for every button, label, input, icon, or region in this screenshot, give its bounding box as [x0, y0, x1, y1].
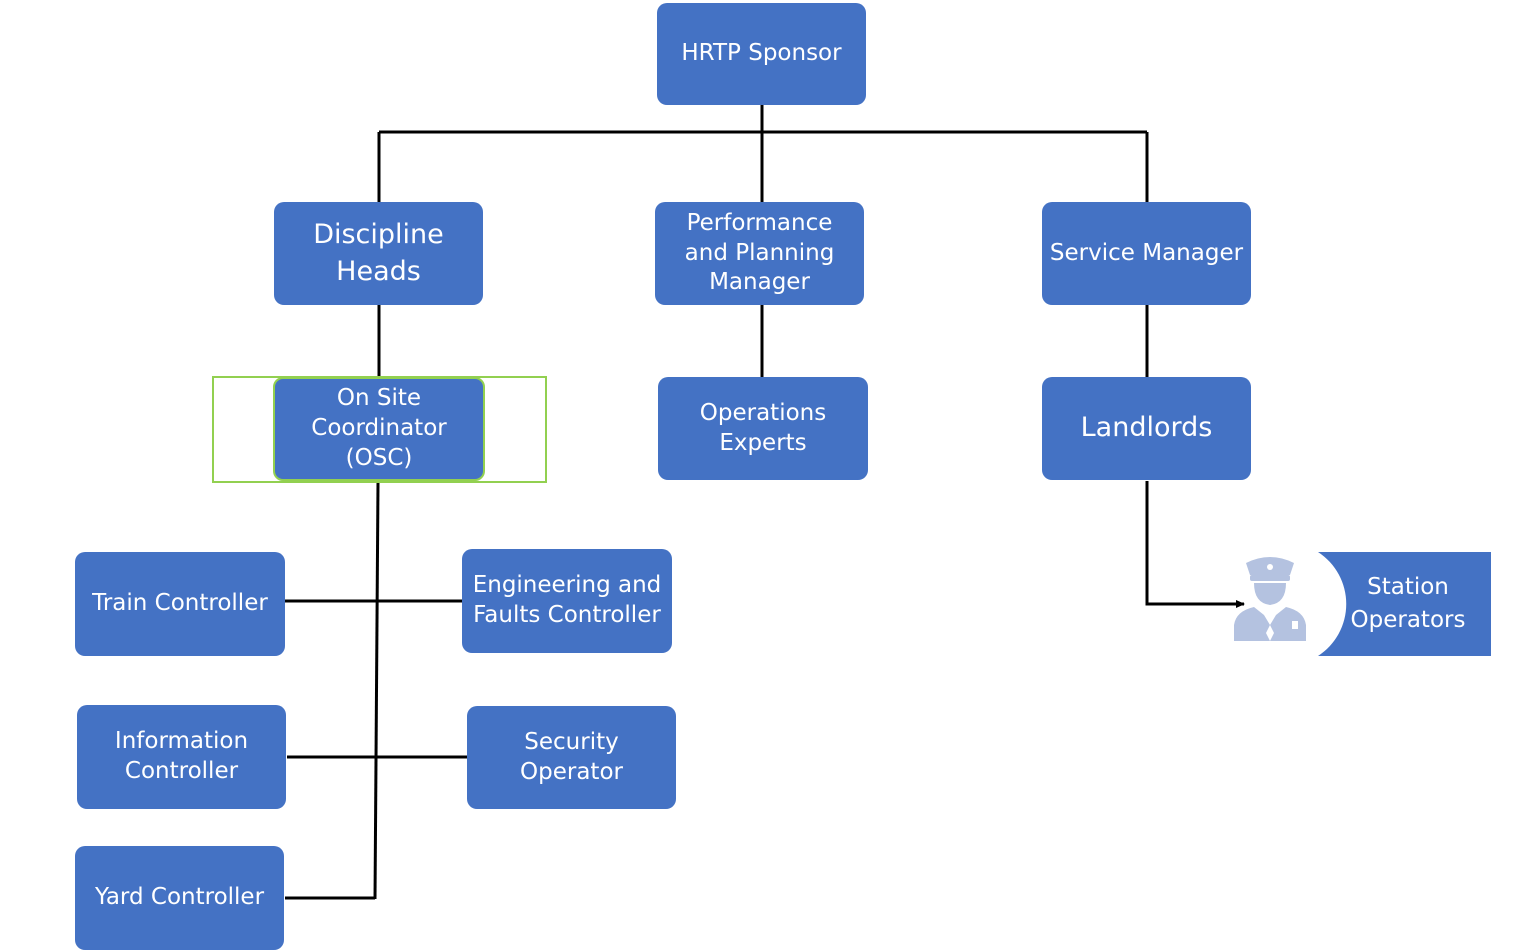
node-on-site-coordinator[interactable]: On Site Coordinator (OSC) [273, 377, 485, 481]
node-discipline-heads[interactable]: Discipline Heads [274, 202, 483, 305]
node-engineering-faults-controller[interactable]: Engineering and Faults Controller [462, 549, 672, 653]
node-yard-controller[interactable]: Yard Controller [75, 846, 284, 950]
node-service-manager[interactable]: Service Manager [1042, 202, 1251, 305]
node-train-controller[interactable]: Train Controller [75, 552, 285, 656]
node-station-operators-shape[interactable] [1270, 552, 1491, 656]
node-information-controller[interactable]: Information Controller [77, 705, 286, 809]
connector-landlords-to-station [1145, 481, 1245, 608]
node-landlords[interactable]: Landlords [1042, 377, 1251, 480]
node-operations-experts[interactable]: Operations Experts [658, 377, 868, 480]
node-performance-planning-manager[interactable]: Performance and Planning Manager [655, 202, 864, 305]
node-station-operators[interactable]: Station Operators [1350, 573, 1466, 633]
node-hrtp-sponsor[interactable]: HRTP Sponsor [657, 3, 866, 105]
police-officer-icon [1234, 557, 1306, 641]
connector-osc-trunk [373, 481, 380, 900]
node-security-operator[interactable]: Security Operator [467, 706, 676, 809]
